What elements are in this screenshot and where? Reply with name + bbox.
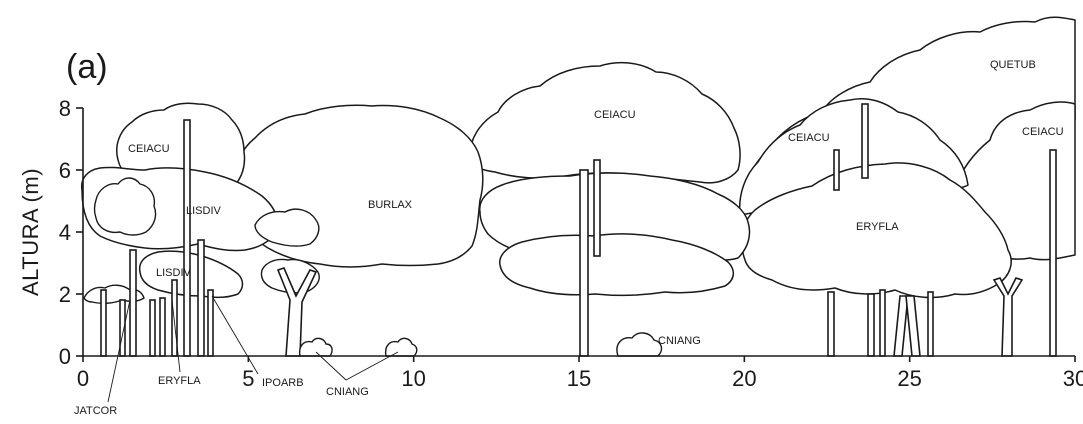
shrub-cniang-1 [298, 337, 333, 357]
x-tick-label: 20 [732, 366, 756, 391]
species-label-cniang-center: CNIANG [658, 335, 701, 347]
crown-lisdiv-lower [138, 250, 244, 299]
x-tick-label: 5 [242, 366, 254, 391]
x-tick-label: 25 [897, 366, 921, 391]
species-label-burlax: BURLAX [368, 199, 413, 211]
panel-label: (a) [66, 48, 108, 86]
crown-small-left-1 [93, 177, 157, 236]
species-label-jatcor: JATCOR [74, 405, 117, 417]
species-label-ceiacu-right: CEIACU [1022, 126, 1064, 138]
species-label-lisdiv-upper: LISDIV [186, 205, 222, 217]
y-axis-ticks: 0 2 4 6 8 [59, 96, 83, 369]
species-labels: CEIACU LISDIV LISDIV BURLAX CEIACU CEIAC… [74, 59, 1064, 417]
species-label-cniang-left: CNIANG [326, 386, 369, 398]
species-label-ceiacu-left: CEIACU [128, 143, 170, 155]
crown-small-left-2 [254, 208, 320, 247]
y-tick-label: 2 [59, 282, 71, 307]
y-tick-label: 0 [59, 344, 71, 369]
species-label-ipoarb: IPOARB [262, 377, 304, 389]
x-tick-label: 10 [401, 366, 425, 391]
x-tick-label: 0 [77, 366, 89, 391]
species-label-ceiacu-center: CEIACU [594, 109, 636, 121]
species-label-eryfla-left: ERYFLA [158, 375, 201, 387]
x-axis-ticks: 0 5 10 15 20 25 30 [77, 356, 1083, 391]
y-tick-label: 4 [59, 220, 71, 245]
crown-ceiacu-center-base [499, 233, 734, 297]
crown-ceiacu-center [469, 61, 741, 184]
y-tick-label: 8 [59, 96, 71, 121]
crown-eryfla-right [740, 162, 1012, 299]
shrub-cniang-3 [616, 332, 663, 357]
shrub-cniang-2 [384, 337, 418, 357]
species-label-lisdiv-lower: LISDIV [156, 267, 192, 279]
y-tick-label: 6 [59, 158, 71, 183]
x-tick-label: 30 [1063, 366, 1083, 391]
crown-burlax [233, 104, 484, 268]
species-label-quetub: QUETUB [990, 59, 1036, 71]
y-axis-title: ALTURA (m) [18, 168, 43, 296]
crown-jatcor [83, 284, 145, 305]
x-tick-label: 15 [567, 366, 591, 391]
species-label-ceiacu-mid-right: CEIACU [788, 132, 830, 144]
species-label-eryfla-right: ERYFLA [856, 221, 899, 233]
